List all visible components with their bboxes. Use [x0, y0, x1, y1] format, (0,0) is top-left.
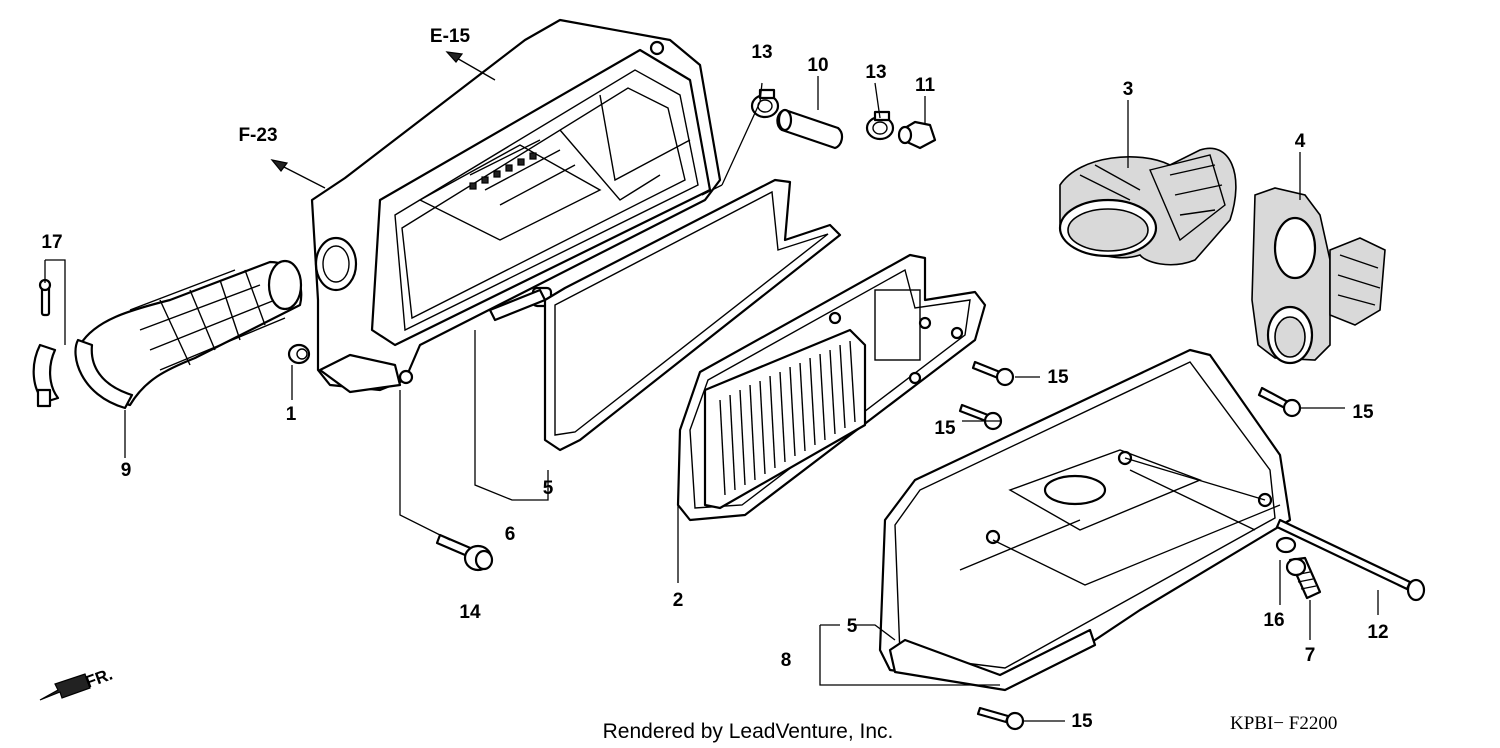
ref-e15: E-15 — [430, 26, 471, 47]
air-cleaner-cover — [878, 348, 1292, 692]
label-13-right: 13 — [865, 62, 886, 83]
label-5-lower: 5 — [847, 616, 858, 637]
front-direction-arrow — [39, 673, 91, 701]
label-15-b: 15 — [934, 418, 956, 439]
band-clamp — [32, 278, 60, 408]
long-screw-12 — [1275, 518, 1426, 602]
drain-tube — [776, 108, 844, 150]
flange-bolt-14 — [435, 533, 494, 572]
label-14: 14 — [459, 602, 481, 623]
label-2: 2 — [673, 590, 684, 611]
label-7: 7 — [1305, 645, 1316, 666]
filter-element-pleats — [719, 340, 856, 496]
tube-clip-right — [865, 110, 895, 141]
label-3: 3 — [1123, 79, 1134, 100]
clip-16 — [1275, 536, 1297, 554]
diagram-code: KPBI− F2200 — [1230, 713, 1337, 734]
tube-clip-left — [750, 88, 780, 119]
label-11: 11 — [915, 75, 936, 96]
case-seal — [543, 178, 842, 452]
label-8: 8 — [781, 650, 792, 671]
label-12: 12 — [1367, 622, 1388, 643]
label-15-c: 15 — [1352, 402, 1374, 423]
connecting-tube — [74, 259, 303, 410]
screw-15-a — [971, 360, 1015, 387]
element-plate — [676, 253, 987, 522]
ref-f23: F-23 — [238, 125, 277, 146]
credit-text: Rendered by LeadVenture, Inc. — [603, 720, 894, 743]
label-1: 1 — [286, 404, 297, 425]
label-4: 4 — [1295, 131, 1306, 152]
label-15-a: 15 — [1047, 367, 1069, 388]
plug-7 — [1285, 556, 1322, 600]
label-6: 6 — [505, 524, 516, 545]
intake-duct — [1058, 147, 1237, 266]
screw-15-d — [976, 706, 1025, 731]
label-10: 10 — [807, 55, 828, 76]
part-labels: 17 9 1 14 6 5 2 13 10 13 11 3 4 15 15 15… — [41, 42, 1388, 732]
label-9: 9 — [121, 460, 132, 481]
leader-lines — [44, 76, 1379, 722]
screw-15-c — [1257, 386, 1302, 418]
label-16: 16 — [1263, 610, 1284, 631]
reference-arrows — [270, 51, 496, 189]
drain-plug — [897, 120, 937, 150]
front-label: FR. — [83, 665, 115, 692]
screw-15-b — [958, 403, 1003, 431]
case-ribs — [469, 152, 537, 190]
label-15-d: 15 — [1071, 711, 1093, 732]
label-13-left: 13 — [751, 42, 772, 63]
air-cleaner-case — [310, 18, 722, 394]
label-17: 17 — [41, 232, 62, 253]
label-5-upper: 5 — [543, 478, 554, 499]
tube-assembly — [1251, 187, 1386, 365]
grommet — [287, 343, 311, 365]
